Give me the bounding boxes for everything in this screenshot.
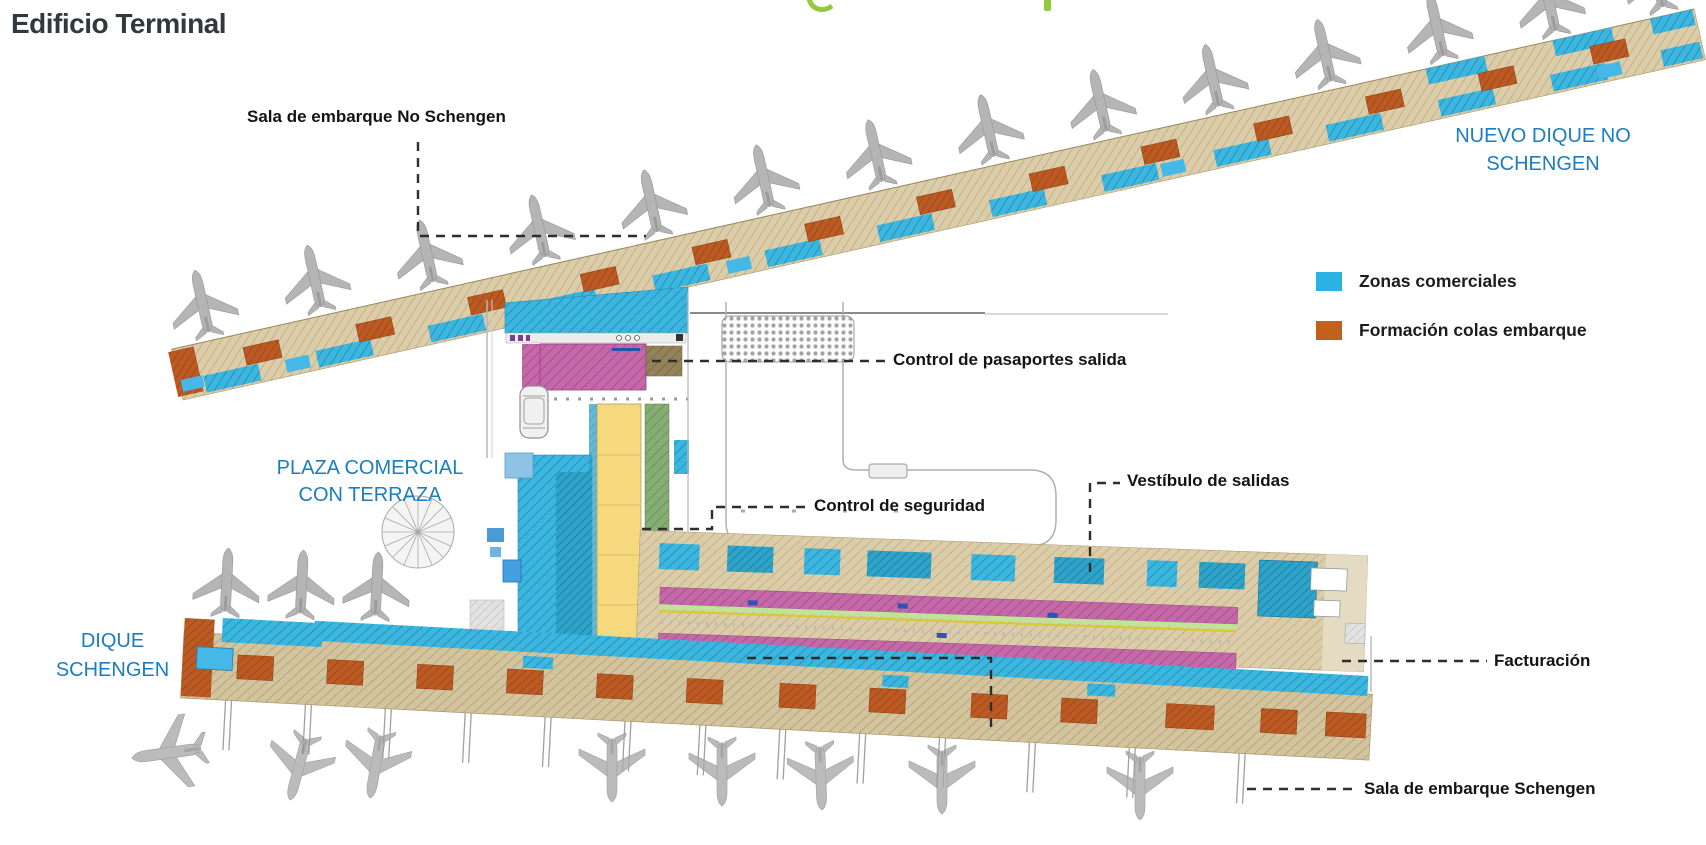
- passport-control-zone: [522, 344, 540, 390]
- area-label-nuevo-dique: NUEVO DIQUE NO SCHENGEN: [1408, 122, 1678, 178]
- area-label-line: SCHENGEN: [1486, 153, 1600, 175]
- checkin-row: [659, 586, 1239, 633]
- airplane-icon: [126, 710, 213, 795]
- forecourt-roads: [687, 292, 1168, 547]
- legend-swatch-commercial: [1316, 271, 1342, 291]
- airplane-icon: [274, 237, 355, 321]
- airplane-icon: [386, 212, 468, 296]
- queue-formation-zones-bottom-pier: [236, 654, 1367, 739]
- airplane-icon: [498, 187, 580, 271]
- legend-item-commercial: Zonas comerciales: [1316, 271, 1587, 291]
- parasol-icon: [381, 495, 455, 569]
- legend: Zonas comerciales Formación colas embarq…: [1316, 271, 1587, 369]
- airplane-icon: [611, 162, 692, 245]
- callout-sala-no-schengen: Sala de embarque No Schengen: [247, 107, 506, 126]
- bottom-pier: [180, 545, 1373, 804]
- airplane-icon: [1284, 11, 1366, 95]
- legend-label: Formación colas embarque: [1359, 319, 1587, 340]
- airplane-icon: [786, 739, 856, 812]
- airplane-icon: [257, 724, 341, 810]
- area-label-line: CON TERRAZA: [298, 484, 442, 506]
- leader-line-control-seguridad: [642, 505, 806, 531]
- airplane-icon: [908, 744, 976, 815]
- area-label-line: PLAZA COMERCIAL: [276, 457, 464, 479]
- car-icon: [519, 385, 549, 439]
- airplane-icon: [337, 723, 415, 805]
- yellow-corridor: [596, 403, 642, 667]
- airplane-icon: [835, 112, 917, 195]
- area-label-line: SCHENGEN: [55, 659, 170, 681]
- airplane-icon: [1060, 61, 1141, 145]
- airplane-icon: [723, 137, 804, 220]
- airplane-icon: [191, 545, 262, 620]
- airplane-icon: [162, 262, 243, 346]
- airplane-icon: [578, 732, 646, 803]
- leader-line-schengen-hall: [747, 656, 993, 727]
- legend-item-queue: Formación colas embarque: [1316, 320, 1587, 340]
- area-label-line: DIQUE: [80, 630, 145, 652]
- callout-vestibulo: Vestíbulo de salidas: [1127, 471, 1290, 490]
- airplane-icon: [947, 86, 1029, 170]
- bus-icon: [868, 463, 908, 479]
- airplane-icon: [1396, 0, 1478, 70]
- commercial-zones-top-pier: [203, 9, 1704, 393]
- leader-line-sala-no-schengen: [416, 142, 646, 238]
- legend-label: Zonas comerciales: [1359, 270, 1517, 291]
- commercial-strip-bottom-pier: [313, 620, 1369, 696]
- callout-control-pasaportes: Control de pasaportes salida: [893, 350, 1127, 369]
- commercial-zones-hall: [658, 543, 1318, 619]
- leader-lines: [416, 142, 1487, 791]
- area-label-dique-schengen: DIQUE SCHENGEN: [20, 627, 205, 685]
- terminal-hall: [635, 530, 1369, 678]
- security-scan-block: [721, 315, 855, 363]
- queue-formation-zones-top-pier: [242, 38, 1630, 366]
- jet-bridges: [222, 700, 1246, 804]
- leader-line-vestibulo: [1088, 481, 1120, 572]
- callout-facturacion: Facturación: [1494, 651, 1591, 670]
- area-label-line: NUEVO DIQUE NO: [1455, 125, 1631, 147]
- airplane-icon: [1106, 750, 1174, 821]
- bottom-pier-aircraft-top: [191, 545, 412, 624]
- airplane-icon: [1172, 36, 1253, 120]
- cropped-title-fragment: [806, 0, 1051, 12]
- callout-control-seguridad: Control de seguridad: [814, 496, 985, 515]
- callout-sala-schengen: Sala de embarque Schengen: [1364, 779, 1596, 798]
- page-title: Edificio Terminal: [11, 8, 227, 39]
- area-label-plaza: PLAZA COMERCIAL CON TERRAZA: [250, 455, 490, 509]
- airplane-icon: [266, 547, 337, 622]
- legend-swatch-queue: [1316, 320, 1342, 340]
